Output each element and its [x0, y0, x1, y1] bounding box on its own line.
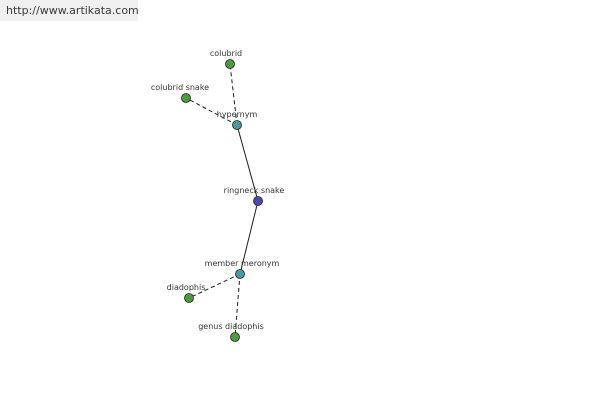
edges-layer	[185, 63, 259, 338]
nodes-layer	[181, 59, 263, 342]
node-colubrid-snake[interactable]	[181, 93, 191, 103]
node-genus-diadophis[interactable]	[230, 332, 240, 342]
node-label-member-meronym[interactable]: member meronym	[205, 259, 280, 268]
edge-ringneck-snake-member-meronym	[239, 200, 259, 275]
node-label-colubrid-snake[interactable]: colubrid snake	[151, 83, 209, 92]
node-label-genus-diadophis[interactable]: genus diadophis	[198, 322, 264, 331]
node-label-colubrid[interactable]: colubrid	[210, 49, 242, 58]
labels-layer: colubrid colubrid snake hypernym ringneck s…	[151, 49, 285, 331]
node-label-ringneck-snake[interactable]: ringneck snake	[224, 186, 285, 195]
edge-hypernym-colubrid-snake	[185, 97, 238, 126]
edge-member-meronym-diadophis	[188, 273, 241, 299]
node-ringneck-snake[interactable]	[253, 196, 263, 206]
node-colubrid[interactable]	[225, 59, 235, 69]
edge-member-meronym-genus-diadophis	[234, 273, 241, 338]
node-label-diadophis[interactable]: diadophis	[167, 283, 206, 292]
edge-hypernym-colubrid	[229, 63, 238, 126]
site-url-label[interactable]: http://www.artikata.com	[0, 0, 139, 21]
node-hypernym[interactable]	[232, 120, 242, 130]
edge-ringneck-snake-hypernym	[236, 124, 259, 202]
node-diadophis[interactable]	[184, 293, 194, 303]
node-member-meronym[interactable]	[235, 269, 245, 279]
node-label-hypernym[interactable]: hypernym	[217, 110, 258, 119]
